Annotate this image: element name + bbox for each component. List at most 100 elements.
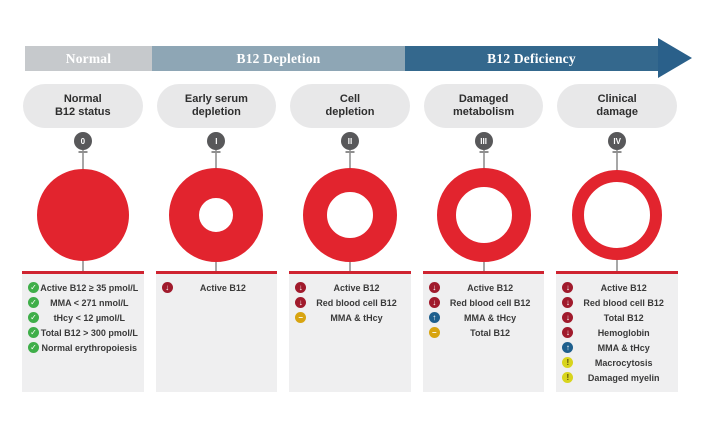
marker-list: ↓ Active B12 ↓ Red blood cell B12 ↓ Total B12… bbox=[556, 280, 678, 385]
marker-row: ! Macrocytosis bbox=[556, 355, 678, 370]
marker-row: ↓ Active B12 bbox=[289, 280, 411, 295]
stage-columns: Normal B12 status 0 ✓Active B12 ≥ 35 pmo… bbox=[22, 84, 678, 414]
down-icon: ↓ bbox=[428, 297, 440, 308]
down-icon: ↓ bbox=[161, 282, 173, 293]
marker-list: ↓ Active B12 ↓ Red blood cell B12– MMA & tHc… bbox=[289, 280, 411, 325]
marker-list: ↓ Active B12 ↓ Red blood cell B12 ↑ MMA & tHc… bbox=[423, 280, 545, 340]
marker-row: – Total B12 bbox=[423, 325, 545, 340]
marker-label: Total B12 bbox=[603, 312, 644, 323]
b12-level-donut bbox=[436, 168, 531, 262]
marker-row: ↓ Active B12 bbox=[423, 280, 545, 295]
check-icon: ✓ bbox=[28, 312, 39, 323]
marker-row: ↓ Hemoglobin bbox=[556, 325, 678, 340]
check-icon: ✓ bbox=[28, 327, 39, 338]
dash-icon: – bbox=[295, 312, 307, 323]
stage-badge: I bbox=[207, 132, 226, 150]
down-icon: ↓ bbox=[562, 282, 574, 293]
down-icon: ↓ bbox=[562, 312, 574, 323]
marker-row: ! Damaged myelin bbox=[556, 370, 678, 385]
red-divider bbox=[556, 271, 678, 274]
marker-label: Red blood cell B12 bbox=[583, 297, 664, 308]
stage-badge: III bbox=[474, 132, 493, 150]
dash-icon: – bbox=[428, 327, 440, 338]
down-icon: ↓ bbox=[428, 282, 440, 293]
marker-row: ✓Total B12 > 300 pmol/L bbox=[22, 325, 144, 340]
check-icon: ✓ bbox=[28, 282, 39, 293]
connector-tick bbox=[612, 151, 622, 153]
marker-row: ↓ Total B12 bbox=[556, 310, 678, 325]
marker-label: Red blood cell B12 bbox=[449, 297, 531, 308]
marker-row: ✓ tHcy < 12 µmol/L bbox=[22, 310, 144, 325]
marker-label: tHcy < 12 µmol/L bbox=[53, 312, 126, 323]
marker-row: ↑ MMA & tHcy bbox=[556, 340, 678, 355]
marker-label: Red blood cell B12 bbox=[316, 297, 397, 308]
marker-panel: ↓ Active B12 ↓ Red blood cell B12 ↓ Total B12… bbox=[556, 274, 678, 392]
marker-label: MMA < 271 nmol/L bbox=[50, 297, 129, 308]
column-title: Cell depletion bbox=[290, 84, 410, 128]
marker-label: MMA & tHcy bbox=[597, 342, 650, 353]
column-title: Early serum depletion bbox=[156, 84, 277, 128]
marker-label: Damaged myelin bbox=[587, 372, 660, 383]
marker-list: ✓Active B12 ≥ 35 pmol/L✓MMA < 271 nmol/L… bbox=[22, 280, 144, 355]
red-divider bbox=[289, 271, 411, 274]
marker-label: Total B12 > 300 pmol/L bbox=[40, 327, 138, 338]
up-icon: ↑ bbox=[428, 312, 440, 323]
up-icon: ↑ bbox=[562, 342, 574, 353]
marker-row: ↓ Red blood cell B12 bbox=[556, 295, 678, 310]
connector-tick bbox=[78, 151, 88, 153]
stage-badge: II bbox=[340, 132, 359, 150]
marker-panel: ↓ Active B12 ↓ Red blood cell B12– MMA & tHc… bbox=[289, 274, 411, 392]
marker-panel: ✓Active B12 ≥ 35 pmol/L✓MMA < 271 nmol/L… bbox=[22, 274, 144, 392]
excl-icon: ! bbox=[562, 372, 574, 383]
down-icon: ↓ bbox=[562, 297, 574, 308]
marker-label: Active B12 bbox=[467, 282, 514, 293]
stage-column: Clinical damage IV ↓ Active B12 ↓ Red blood… bbox=[556, 84, 678, 414]
column-title: Clinical damage bbox=[557, 84, 677, 128]
down-icon: ↓ bbox=[295, 282, 307, 293]
stage-badge: 0 bbox=[73, 132, 92, 150]
b12-level-donut bbox=[36, 169, 129, 261]
marker-label: Macrocytosis bbox=[594, 357, 653, 368]
marker-row: ↓ Red blood cell B12 bbox=[423, 295, 545, 310]
red-divider bbox=[22, 271, 144, 274]
arrow-segment-3: B12 Deficiency bbox=[405, 46, 658, 71]
down-icon: ↓ bbox=[562, 327, 574, 338]
marker-row: ✓ MMA < 271 nmol/L bbox=[22, 295, 144, 310]
marker-label: Active B12 bbox=[333, 282, 380, 293]
arrow-segment-2: B12 Depletion bbox=[152, 46, 405, 71]
marker-label: Active B12 bbox=[600, 282, 647, 293]
marker-label: Total B12 bbox=[470, 327, 511, 338]
stage-column: Normal B12 status 0 ✓Active B12 ≥ 35 pmo… bbox=[22, 84, 144, 414]
b12-level-donut bbox=[572, 170, 663, 260]
marker-panel: ↓ Active B12 ↓ Red blood cell B12 ↑ MMA & tHc… bbox=[422, 274, 545, 392]
check-icon: ✓ bbox=[28, 342, 39, 353]
stage-column: Damaged metabolism III ↓ Active B12 ↓ Red b… bbox=[422, 84, 545, 414]
excl-icon: ! bbox=[562, 357, 574, 368]
marker-label: Active B12 ≥ 35 pmol/L bbox=[40, 282, 139, 293]
marker-row: ↓Active B12 bbox=[156, 280, 278, 295]
stage-column: Cell depletion II ↓ Active B12 ↓ Red blood … bbox=[289, 84, 411, 414]
marker-row: ✓Active B12 ≥ 35 pmol/L bbox=[22, 280, 144, 295]
check-icon: ✓ bbox=[28, 297, 39, 308]
stage-column: Early serum depletion I ↓Active B12 bbox=[155, 84, 278, 414]
red-divider bbox=[422, 271, 545, 274]
arrow-head-icon bbox=[658, 38, 692, 78]
column-title: Damaged metabolism bbox=[423, 84, 544, 128]
marker-row: ↓ Active B12 bbox=[556, 280, 678, 295]
marker-row: ↓ Red blood cell B12 bbox=[289, 295, 411, 310]
marker-panel: ↓Active B12 bbox=[155, 274, 278, 392]
b12-level-donut bbox=[302, 168, 397, 262]
marker-label: Hemoglobin bbox=[597, 327, 650, 338]
marker-row: ✓Normal erythropoiesis bbox=[22, 340, 144, 355]
connector-tick bbox=[211, 151, 221, 153]
arrow-segment-1: Normal bbox=[25, 46, 152, 71]
stage-badge: IV bbox=[608, 132, 627, 150]
red-divider bbox=[155, 271, 278, 274]
marker-label: MMA & tHcy bbox=[464, 312, 517, 323]
marker-label: MMA & tHcy bbox=[330, 312, 383, 323]
down-icon: ↓ bbox=[295, 297, 307, 308]
column-title: Normal B12 status bbox=[23, 84, 143, 128]
marker-label: Normal erythropoiesis bbox=[41, 342, 138, 353]
marker-list: ↓Active B12 bbox=[156, 280, 278, 295]
